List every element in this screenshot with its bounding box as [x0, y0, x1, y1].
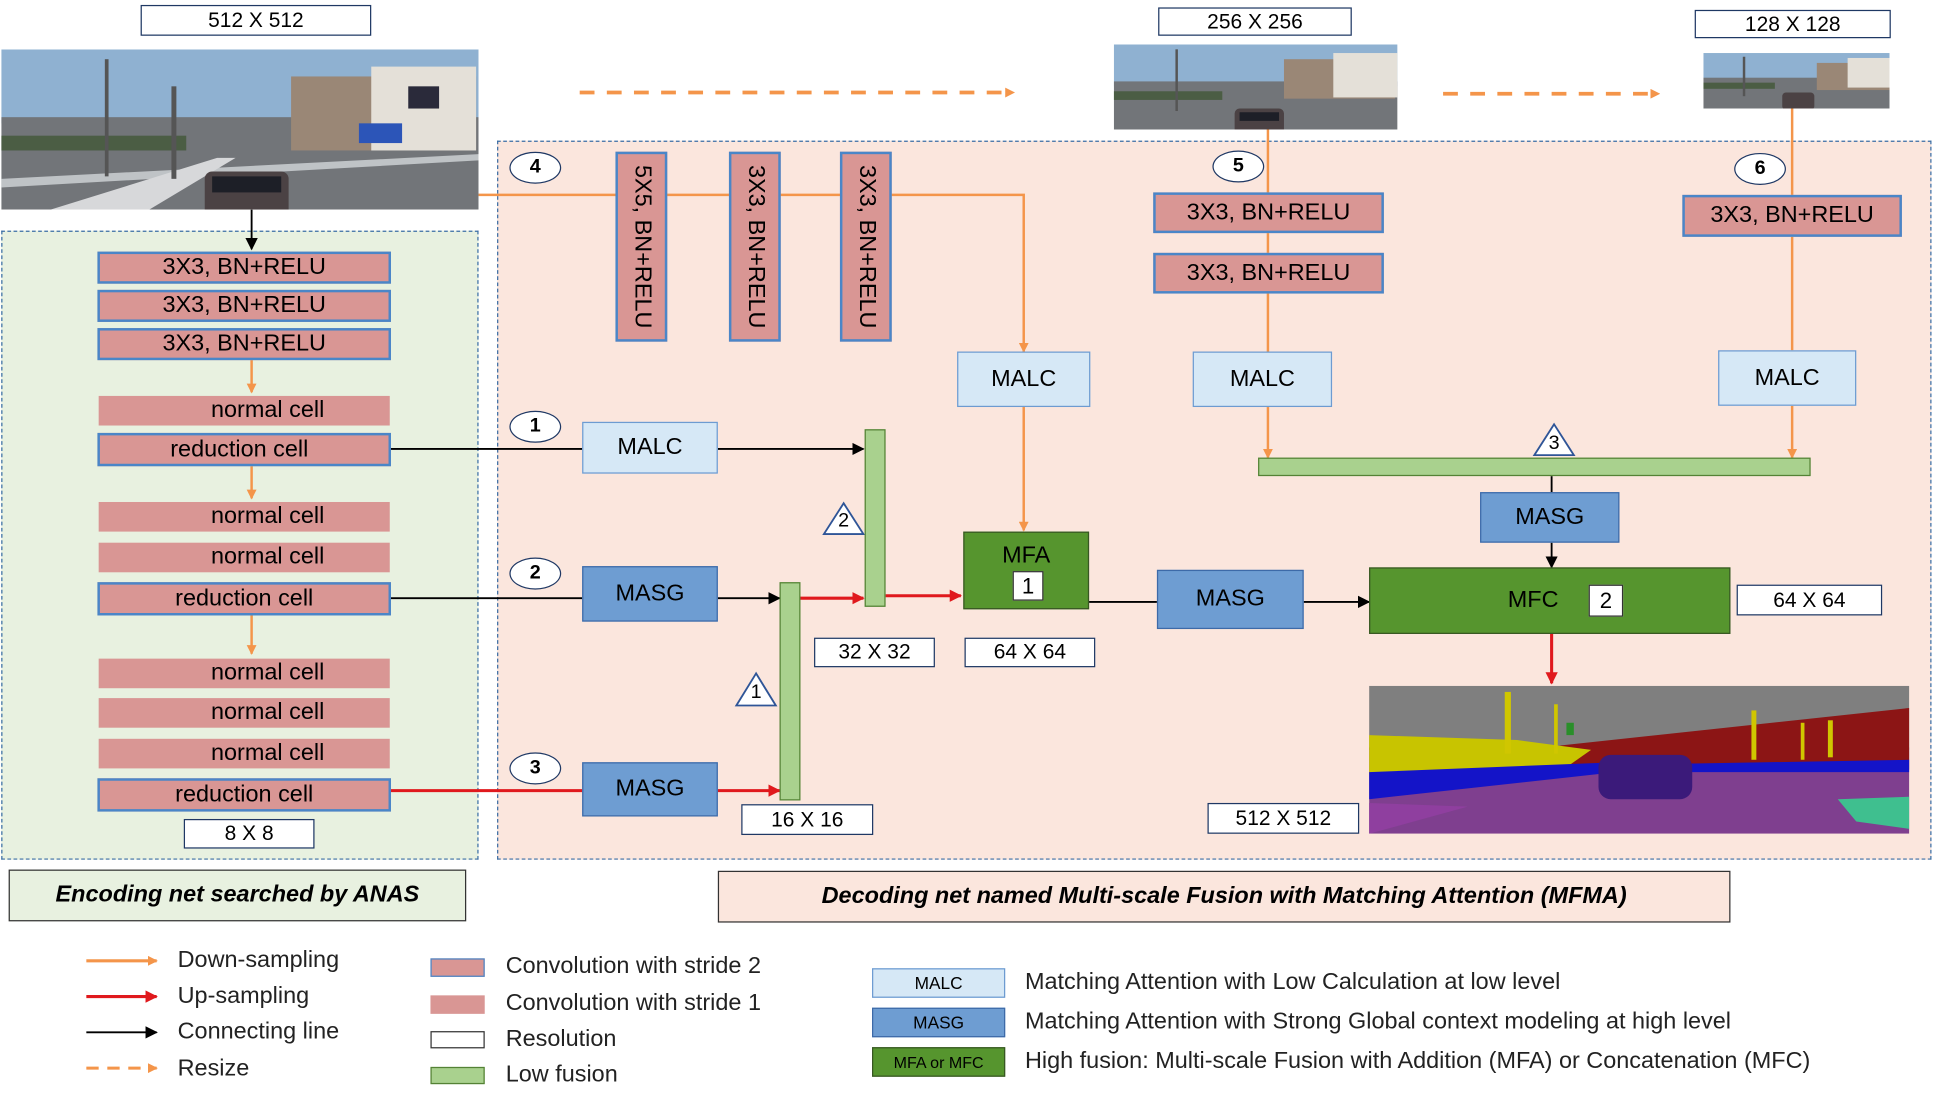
resolution-64x64-mfc: 64 X 64: [1736, 584, 1883, 616]
scale2-street-image: [1113, 44, 1398, 130]
branch4-conv-3x3-b: 3X3, BN+RELU: [839, 151, 892, 342]
branch-number-1: 1: [509, 410, 562, 443]
branch5-conv-b: 3X3, BN+RELU: [1153, 252, 1384, 294]
branch4-conv-label: 5X5, BN+RELU: [629, 164, 655, 329]
resolution-8x8: 8 X 8: [183, 818, 315, 849]
branch-number-6: 6: [1734, 152, 1786, 186]
mfc-module: MFC 2: [1369, 567, 1731, 634]
encoder-reduction-cell: reduction cell: [97, 778, 391, 812]
masg-module-branch3: MASG: [582, 762, 718, 817]
low-fusion-tag-1: 1: [750, 682, 762, 704]
encoder-normal-cell: normal cell: [98, 658, 390, 689]
malc-module-branch6: MALC: [1718, 350, 1857, 406]
malc-module-branch1: MALC: [582, 421, 718, 474]
resolution-32x32: 32 X 32: [814, 637, 935, 668]
input-resolution: 512 X 512: [140, 4, 372, 36]
mfc-label: MFC: [1507, 587, 1559, 613]
resolution-16x16: 16 X 16: [741, 804, 874, 836]
branch4-conv-5x5: 5X5, BN+RELU: [615, 151, 668, 342]
legend-low-fusion-swatch: [430, 1066, 485, 1085]
encoder-reduction-cell: reduction cell: [97, 432, 391, 467]
encoder-normal-cell: normal cell: [98, 738, 390, 769]
malc-module-branch5: MALC: [1192, 351, 1333, 408]
resolution-64x64-mfa: 64 X 64: [964, 637, 1096, 668]
masg-module-top: MASG: [1480, 492, 1620, 543]
branch4-conv-3x3-a: 3X3, BN+RELU: [728, 151, 781, 342]
scale3-street-image: [1703, 53, 1890, 109]
mfa-module: MFA 1: [963, 531, 1090, 610]
legend-conv-stride2-label: Convolution with stride 2: [505, 953, 762, 980]
branch4-conv-label: 3X3, BN+RELU: [853, 164, 880, 329]
segmentation-output-image: [1369, 685, 1910, 834]
legend-high-fusion-desc: High fusion: Multi-scale Fusion with Add…: [1024, 1048, 1811, 1075]
masg-module-mid: MASG: [1156, 569, 1304, 630]
branch-number-4: 4: [509, 151, 562, 184]
low-fusion-2: [864, 429, 886, 607]
legend-conv-stride1-swatch: [430, 995, 485, 1014]
legend-upsampling-label: Up-sampling: [177, 983, 310, 1009]
encoder-caption: Encoding net searched by ANAS: [8, 869, 467, 922]
branch-number-2: 2: [509, 557, 562, 590]
legend-resolution-label: Resolution: [505, 1026, 617, 1053]
encoder-reduction-cell: reduction cell: [97, 582, 391, 616]
encoder-conv-2: 3X3, BN+RELU: [97, 289, 391, 322]
mfa-number: 1: [1012, 571, 1044, 601]
mfc-number: 2: [1588, 584, 1624, 617]
decoder-caption: Decoding net named Multi-scale Fusion wi…: [717, 870, 1731, 923]
branch5-conv-a: 3X3, BN+RELU: [1153, 192, 1384, 234]
legend-conv-stride1-label: Convolution with stride 1: [505, 990, 762, 1017]
low-fusion-tag-2: 2: [838, 510, 850, 532]
legend-conv-stride2-swatch: [430, 958, 485, 977]
legend-resize-label: Resize: [177, 1055, 250, 1082]
legend-masg-swatch: MASG: [872, 1007, 1006, 1038]
encoder-normal-cell: normal cell: [98, 698, 390, 728]
branch-number-3: 3: [509, 752, 562, 785]
encoder-normal-cell: normal cell: [98, 542, 390, 573]
output-resolution: 512 X 512: [1207, 802, 1360, 834]
low-fusion-3: [1258, 457, 1811, 477]
legend-high-fusion-swatch: MFA or MFC: [872, 1047, 1006, 1077]
branch-number-5: 5: [1212, 150, 1265, 183]
scale3-resolution: 128 X 128: [1694, 9, 1891, 39]
encoder-conv-3: 3X3, BN+RELU: [97, 328, 391, 361]
branch6-conv: 3X3, BN+RELU: [1682, 194, 1902, 237]
legend-downsampling-label: Down-sampling: [177, 947, 340, 974]
legend-malc-desc: Matching Attention with Low Calculation …: [1024, 969, 1561, 996]
malc-module-branch4: MALC: [957, 351, 1091, 408]
low-fusion-tag-3: 3: [1548, 432, 1560, 454]
input-street-image: [1, 49, 479, 210]
legend-masg-desc: Matching Attention with Strong Global co…: [1024, 1008, 1732, 1035]
scale2-resolution: 256 X 256: [1158, 7, 1352, 36]
low-fusion-1: [779, 582, 801, 801]
masg-module-branch2: MASG: [582, 566, 718, 622]
mfa-label: MFA: [1002, 542, 1051, 569]
legend-connecting-label: Connecting line: [177, 1018, 340, 1045]
encoder-normal-cell: normal cell: [98, 395, 390, 426]
legend-resolution-swatch: [430, 1031, 485, 1049]
legend-malc-swatch: MALC: [872, 968, 1006, 998]
encoder-normal-cell: normal cell: [98, 501, 390, 532]
branch4-conv-label: 3X3, BN+RELU: [742, 164, 769, 329]
legend-low-fusion-label: Low fusion: [505, 1061, 618, 1088]
encoder-conv-1: 3X3, BN+RELU: [97, 251, 391, 284]
